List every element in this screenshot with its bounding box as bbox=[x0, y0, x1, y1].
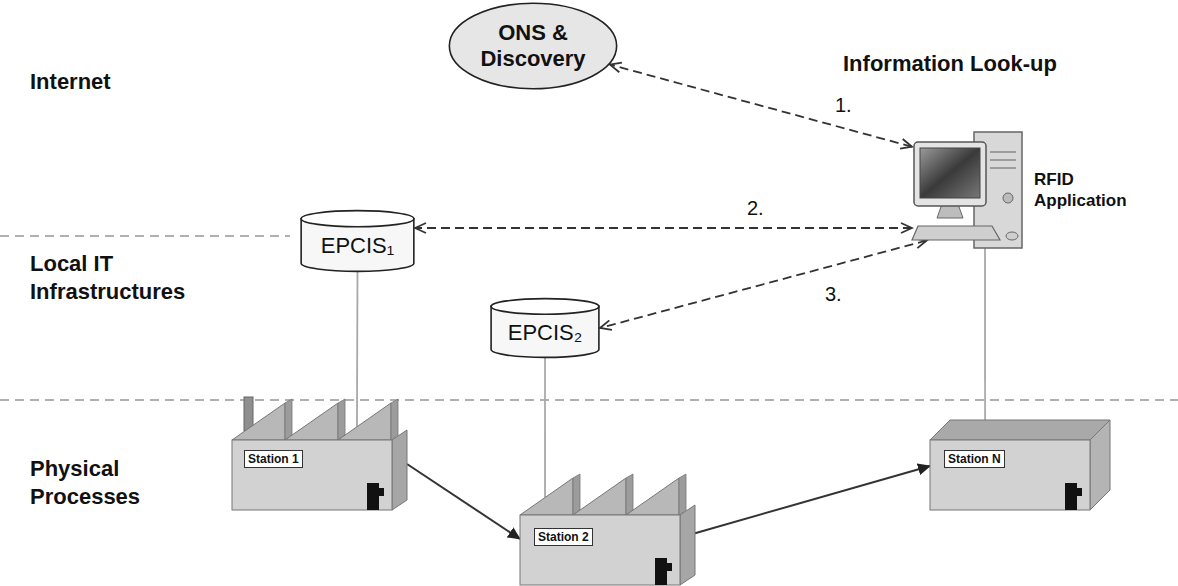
factory-node: Station 2 bbox=[520, 470, 695, 585]
layer-label: Internet bbox=[30, 68, 230, 96]
factory-node: Station 1 bbox=[232, 395, 407, 510]
node-title: EPCIS₁ bbox=[321, 233, 394, 259]
lookup-arrow bbox=[600, 241, 927, 329]
step-number: 1. bbox=[833, 93, 854, 117]
step-number: 2. bbox=[745, 196, 766, 220]
flow-arrow bbox=[407, 464, 520, 539]
station-label: Station 2 bbox=[534, 528, 593, 546]
station-label: Station N bbox=[944, 450, 1005, 468]
system-link bbox=[984, 248, 986, 420]
layer-label: Physical Processes bbox=[30, 455, 160, 510]
cylinder-node: EPCIS₁ bbox=[300, 210, 415, 272]
ellipse-node: ONS & Discovery bbox=[448, 2, 618, 90]
computer-node: RFID Application bbox=[912, 128, 1157, 253]
cylinder-node: EPCIS₂ bbox=[490, 298, 600, 358]
flow-arrow bbox=[695, 466, 930, 533]
step-number: 3. bbox=[823, 282, 844, 306]
lookup-arrow bbox=[610, 65, 912, 147]
station-label: Station 1 bbox=[244, 450, 303, 468]
layer-label: Local IT Infrastructures bbox=[30, 250, 205, 305]
node-title: ONS & Discovery bbox=[476, 20, 591, 73]
node-title: EPCIS₂ bbox=[508, 320, 583, 346]
lookup-arrow bbox=[415, 227, 912, 229]
system-link bbox=[544, 358, 546, 498]
layer-separator bbox=[0, 235, 290, 237]
layer-label: Information Look-up bbox=[843, 50, 1143, 78]
application-label: RFID Application bbox=[1034, 170, 1142, 211]
box3d-node: Station N bbox=[930, 400, 1110, 510]
layer-separator bbox=[0, 399, 1178, 401]
system-link bbox=[356, 272, 358, 427]
